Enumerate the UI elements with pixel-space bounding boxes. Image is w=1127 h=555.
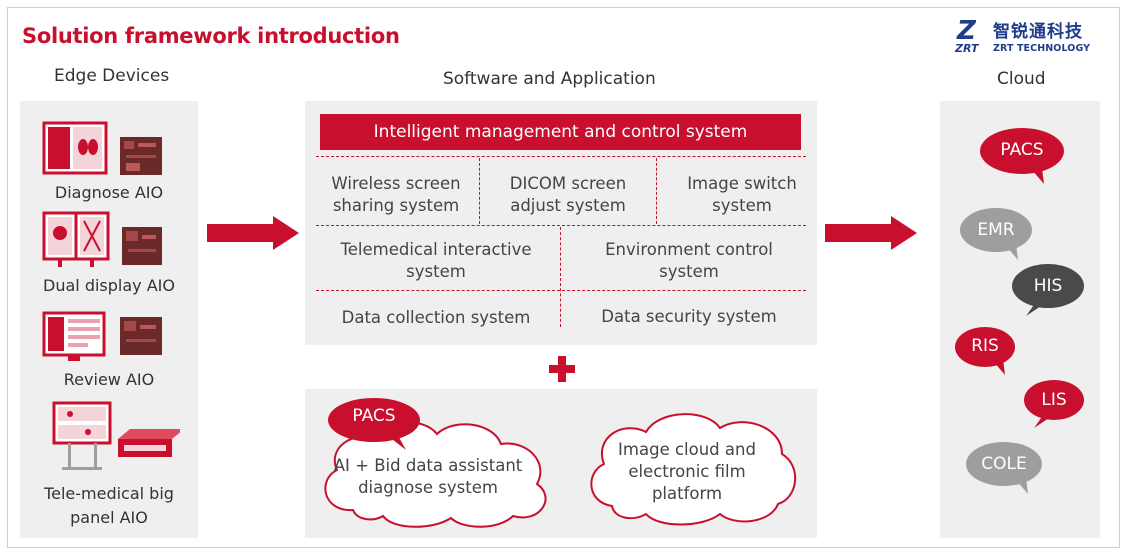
cell-line: system bbox=[659, 262, 719, 281]
pacs-cloud-label: PACS bbox=[978, 140, 1066, 164]
ai-diagnose-cloud-icon bbox=[324, 421, 547, 528]
image-cloud-text: Image cloud and electronic film platform bbox=[582, 439, 792, 505]
cell-line: Environment control bbox=[605, 240, 773, 259]
cell-line: Image switch bbox=[687, 174, 797, 193]
bubble-text: EMR bbox=[977, 220, 1015, 240]
slide-title: Solution framework introduction bbox=[22, 24, 400, 48]
cole-cloud-label: COLE bbox=[964, 454, 1044, 478]
slide-frame bbox=[7, 7, 1120, 548]
environment-control-cell: Environment control system bbox=[566, 239, 812, 283]
logo-chinese-name: 智锐通科技 bbox=[993, 22, 1083, 42]
tele-medical-label-line1: Tele-medical big bbox=[44, 484, 174, 503]
divider bbox=[316, 225, 806, 226]
telemedical-interactive-cell: Telemedical interactive system bbox=[316, 239, 556, 283]
pacs-bubble-label: PACS bbox=[326, 406, 422, 430]
pacs-bubble bbox=[328, 398, 420, 450]
cloud-heading: Cloud bbox=[997, 69, 1046, 89]
pacs-cloud-bubble bbox=[980, 128, 1064, 184]
image-switch-cell: Image switch system bbox=[662, 173, 822, 217]
bubble-text: PACS bbox=[1000, 140, 1044, 160]
cell-line: system bbox=[712, 196, 772, 215]
edge-devices-panel: Diagnose AIO Dual display AIO Review AIO bbox=[20, 101, 198, 538]
tele-medical-label-line2: panel AIO bbox=[70, 508, 148, 527]
logo-english-name: ZRT TECHNOLOGY bbox=[993, 43, 1091, 54]
diagnose-aio-label: Diagnose AIO bbox=[54, 183, 164, 202]
review-aio-icon bbox=[42, 311, 162, 361]
dual-display-aio-label: Dual display AIO bbox=[43, 276, 175, 295]
bubble-text: PACS bbox=[352, 406, 396, 426]
company-logo: Z 智锐通科技 ZRT ZRT TECHNOLOGY bbox=[955, 16, 1095, 60]
divider bbox=[479, 158, 480, 224]
dual-display-aio-icon bbox=[42, 211, 162, 267]
cell-line: Wireless screen bbox=[331, 174, 461, 193]
bubble-text: RIS bbox=[971, 336, 999, 356]
his-cloud-label: HIS bbox=[1010, 276, 1086, 300]
cole-cloud-bubble bbox=[966, 442, 1042, 494]
divider bbox=[316, 290, 806, 291]
divider bbox=[316, 156, 806, 157]
cell-line: sharing system bbox=[332, 196, 460, 215]
emr-cloud-bubble bbox=[960, 208, 1032, 260]
ai-diagnose-cloud-text: AI + Bid data assistant diagnose system bbox=[313, 455, 543, 499]
bubble-text: HIS bbox=[1033, 276, 1063, 296]
logo-mark-icon: Z bbox=[957, 16, 976, 46]
his-cloud-bubble bbox=[1012, 264, 1084, 316]
cell-line: system bbox=[406, 262, 466, 281]
wireless-screen-sharing-cell: Wireless screen sharing system bbox=[316, 173, 476, 217]
lis-cloud-bubble bbox=[1024, 380, 1084, 428]
data-collection-cell: Data collection system bbox=[341, 308, 531, 327]
management-system-bar: Intelligent management and control syste… bbox=[320, 114, 801, 150]
emr-cloud-label: EMR bbox=[958, 220, 1034, 244]
diagnose-aio-icon bbox=[42, 121, 162, 175]
logo-zrt-mark: ZRT bbox=[955, 42, 979, 55]
cloud-line: AI + Bid data assistant bbox=[333, 456, 523, 475]
bubble-text: LIS bbox=[1041, 390, 1067, 410]
edge-devices-heading: Edge Devices bbox=[54, 66, 170, 86]
cell-line: adjust system bbox=[510, 196, 626, 215]
lis-cloud-label: LIS bbox=[1022, 390, 1086, 414]
tele-medical-panel-icon bbox=[52, 401, 180, 470]
cloud-line: Image cloud and bbox=[618, 440, 756, 459]
dicom-screen-adjust-cell: DICOM screen adjust system bbox=[484, 173, 652, 217]
arrow-right-icon bbox=[207, 216, 299, 250]
ris-cloud-bubble bbox=[955, 327, 1015, 375]
cell-line: Telemedical interactive bbox=[340, 240, 532, 259]
plus-icon bbox=[549, 356, 575, 382]
cloud-line: diagnose system bbox=[358, 478, 498, 497]
review-aio-label: Review AIO bbox=[63, 370, 155, 389]
software-heading: Software and Application bbox=[443, 69, 656, 89]
arrow-right-icon bbox=[825, 216, 917, 250]
cell-line: DICOM screen bbox=[509, 174, 627, 193]
divider bbox=[560, 227, 561, 327]
data-security-cell: Data security system bbox=[601, 307, 777, 326]
image-cloud-icon bbox=[590, 413, 797, 526]
cloud-line: platform bbox=[651, 484, 723, 503]
ris-cloud-label: RIS bbox=[953, 336, 1017, 360]
bubble-text: COLE bbox=[981, 454, 1027, 474]
divider bbox=[656, 158, 657, 224]
cloud-line: electronic film bbox=[628, 462, 746, 481]
